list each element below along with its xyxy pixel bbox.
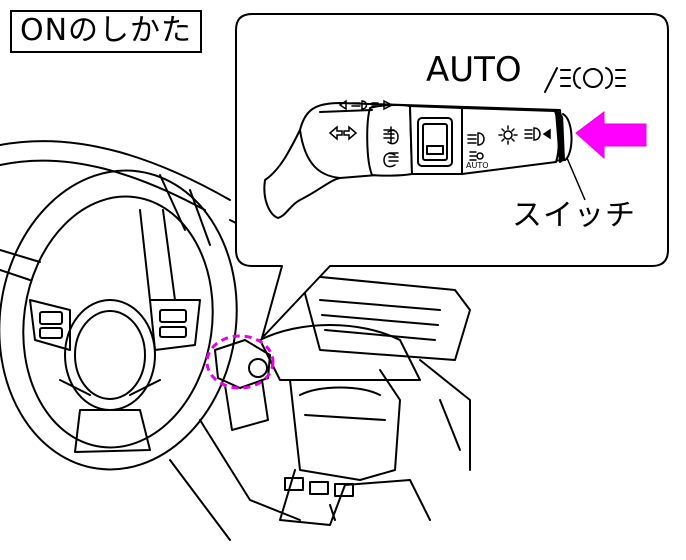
parking-light-label-icon bbox=[560, 67, 626, 89]
center-console bbox=[169, 274, 471, 541]
switch-leader-line bbox=[566, 157, 586, 201]
parking-light-icon bbox=[469, 151, 484, 161]
page-title: ONのしかた bbox=[10, 10, 203, 53]
front-fog-icon bbox=[383, 126, 399, 145]
headlamp-icon bbox=[524, 127, 551, 141]
auto-headlamp-label-graphics bbox=[544, 67, 626, 93]
light-stalk-enlarged bbox=[263, 102, 573, 219]
steering-wheel bbox=[0, 169, 238, 471]
push-arrow bbox=[575, 111, 647, 160]
auto-mode-text: AUTO bbox=[426, 50, 522, 90]
auto-mode-label: AUTO bbox=[426, 50, 522, 90]
light-off-icon bbox=[498, 125, 518, 145]
callout-bubble bbox=[235, 13, 669, 339]
switch-label: スイッチ bbox=[512, 198, 636, 233]
turn-signal-icon bbox=[328, 125, 358, 141]
stalk-auto-text: AUTO bbox=[466, 161, 489, 170]
highlight-circle bbox=[205, 334, 275, 390]
rear-fog-icon bbox=[383, 152, 399, 168]
high-beam-icon bbox=[467, 132, 485, 146]
stalk-top-icons bbox=[338, 99, 394, 111]
